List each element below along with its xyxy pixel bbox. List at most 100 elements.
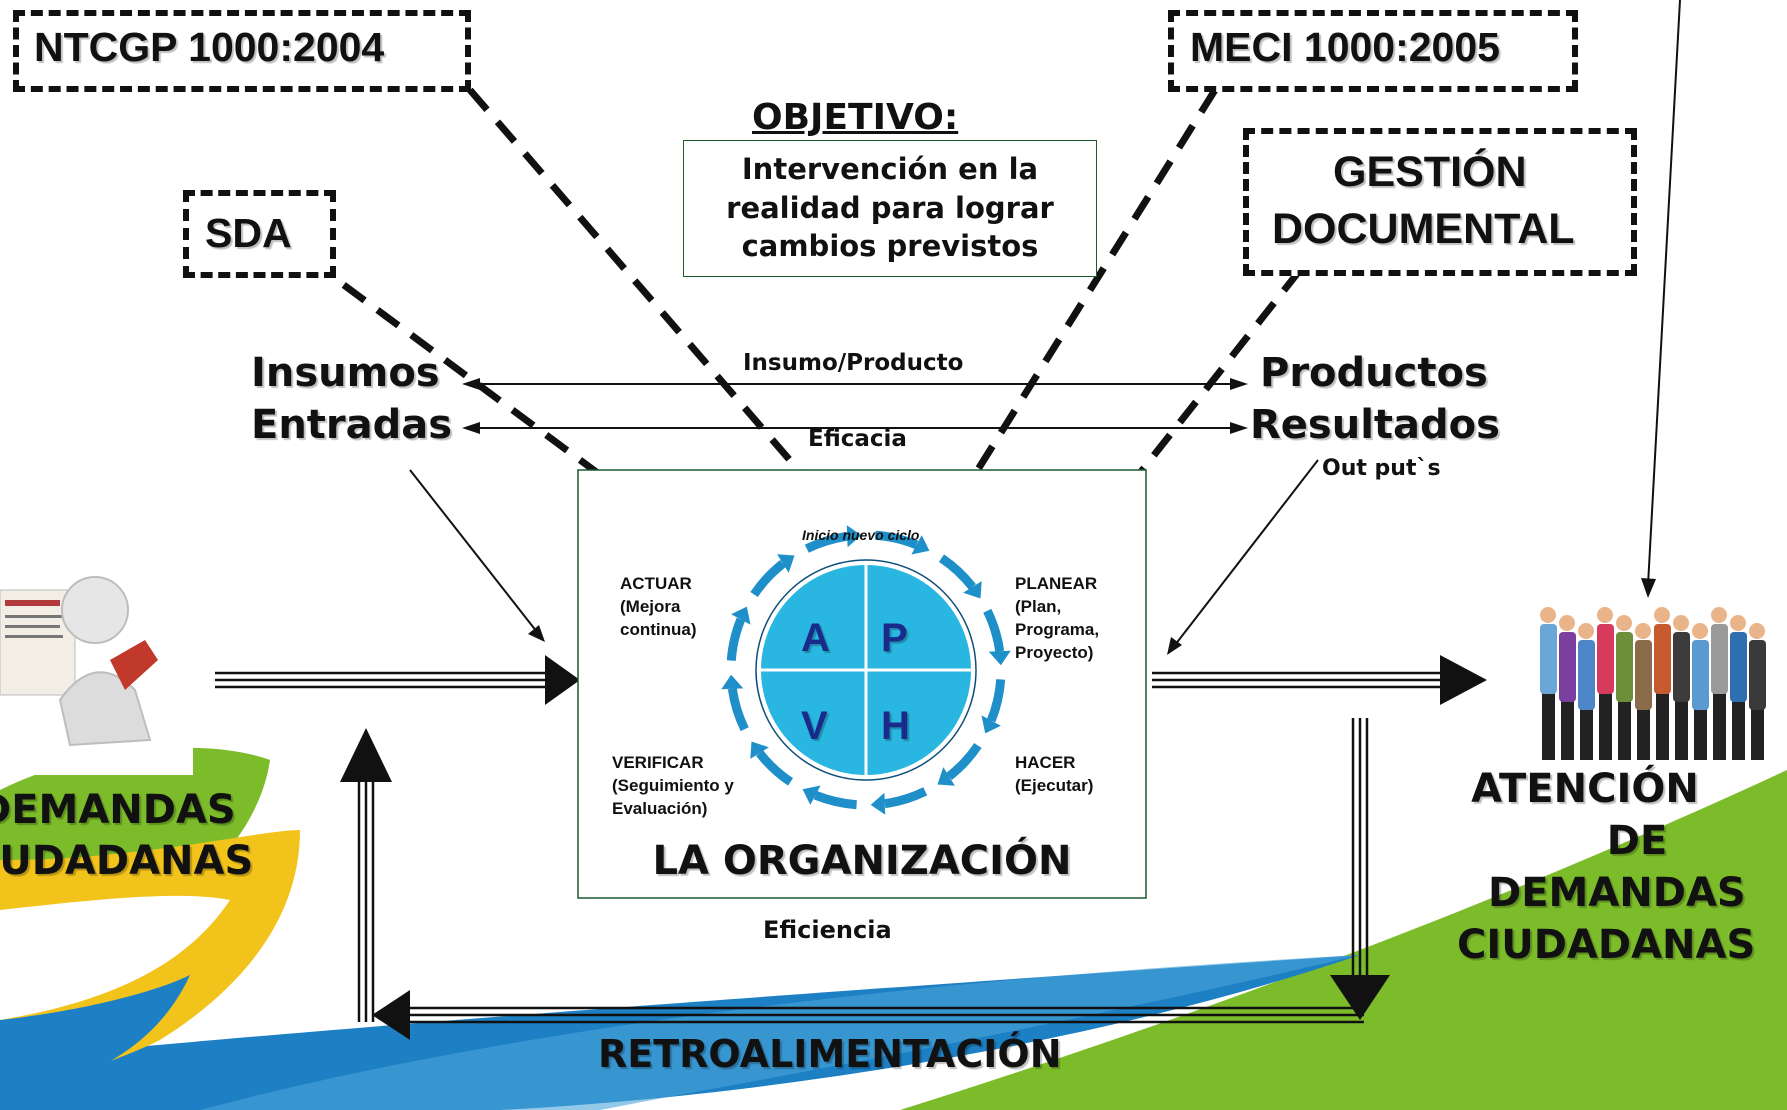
- cycle-arrowhead: [777, 554, 795, 573]
- person-body: [1711, 624, 1728, 694]
- person-body: [1692, 640, 1709, 710]
- ntcgp-label: NTCGP 1000:2004: [34, 24, 385, 70]
- cycle-arrowhead: [721, 674, 744, 690]
- person-legs: [1713, 693, 1726, 760]
- people-illustration: [1540, 607, 1766, 760]
- cycle-arrowhead: [911, 535, 930, 555]
- person-figure: [1540, 607, 1557, 760]
- person-head: [1559, 615, 1575, 631]
- cycle-arrow-segment: [884, 787, 928, 809]
- atencion-line2: DE: [1606, 818, 1668, 864]
- person-figure: [1578, 623, 1595, 760]
- thin-arrowhead: [1641, 578, 1656, 598]
- pdca-circle: [755, 559, 977, 781]
- person-head: [1692, 623, 1708, 639]
- objetivo-title: OBJETIVO:: [752, 97, 959, 138]
- person-head: [1711, 607, 1727, 623]
- planear-line2: (Plan,: [1015, 597, 1062, 616]
- resultados-label: Resultados: [1250, 402, 1500, 448]
- cycle-arrow-segment: [874, 530, 919, 550]
- objetivo-line3: cambios previstos: [741, 229, 1039, 263]
- person-head: [1635, 623, 1651, 639]
- insumos-label: Insumos: [251, 350, 440, 396]
- person-head: [1540, 607, 1556, 623]
- person-head: [1654, 607, 1670, 623]
- person-body: [1749, 640, 1766, 710]
- atencion-line1: ATENCIÓN: [1471, 766, 1699, 812]
- person-legs: [1599, 693, 1612, 760]
- person-body: [1616, 632, 1633, 702]
- diagonal-arrows: [409, 459, 1319, 655]
- cycle-arrowhead: [988, 650, 1011, 666]
- gestion-line2: DOCUMENTAL: [1272, 205, 1575, 253]
- productos-label: Productos: [1260, 350, 1488, 396]
- person-body: [1578, 640, 1595, 710]
- person-body: [1559, 632, 1576, 702]
- green-swoosh-right: [900, 770, 1787, 1110]
- person-legs: [1732, 701, 1745, 760]
- hacer-line1: HACER: [1015, 753, 1076, 772]
- person-figure: [1597, 607, 1614, 760]
- insumo-producto-label: Insumo/Producto: [743, 350, 964, 376]
- person-head: [1578, 623, 1594, 639]
- person-figure: [1749, 623, 1766, 760]
- person-figure: [1692, 623, 1709, 760]
- quadrant-v: V: [801, 704, 828, 748]
- atencion-line4: CIUDADANAS: [1457, 922, 1756, 968]
- light-swoosh-bottom: [200, 955, 1360, 1110]
- person-legs: [1656, 693, 1669, 760]
- inicio-ciclo-label: Inicio nuevo ciclo: [802, 527, 920, 543]
- person-body: [1540, 624, 1557, 694]
- atencion-line3: DEMANDAS: [1488, 870, 1746, 916]
- person-body: [1730, 632, 1747, 702]
- person-head: [1597, 607, 1613, 623]
- quadrant-a: A: [801, 616, 830, 660]
- cycle-arrowhead: [750, 741, 769, 759]
- person-figure: [1730, 615, 1747, 760]
- person-legs: [1694, 709, 1707, 760]
- verificar-line2: (Seguimiento y: [612, 776, 734, 795]
- cycle-arrow-segment: [986, 678, 1006, 723]
- cycle-arrow-segment: [727, 688, 749, 732]
- planear-line3: Programa,: [1015, 620, 1100, 639]
- meci-box: [1168, 10, 1578, 92]
- eficacia-label: Eficacia: [808, 426, 907, 452]
- planear-line1: PLANEAR: [1015, 574, 1098, 593]
- demandas-left-line1: DEMANDAS: [0, 787, 236, 833]
- person-legs: [1542, 693, 1555, 760]
- person-head: [1749, 623, 1765, 639]
- person-head: [1730, 615, 1746, 631]
- gestion-line1: GESTIÓN: [1333, 148, 1527, 196]
- person-body: [1635, 640, 1652, 710]
- person-legs: [1751, 709, 1764, 760]
- cycle-arrowhead: [870, 792, 886, 815]
- person-body: [1673, 632, 1690, 702]
- verificar-line3: Evaluación): [612, 799, 708, 818]
- person-figure: [1711, 607, 1728, 760]
- person-head: [1616, 615, 1632, 631]
- person-figure: [1616, 615, 1633, 760]
- entradas-label: Entradas: [251, 402, 453, 448]
- cycle-arrowhead: [981, 715, 1001, 734]
- triple-arrows: [215, 671, 1440, 1024]
- cycle-arrow-segment: [946, 742, 982, 780]
- cycle-arrowhead: [963, 581, 982, 599]
- person-figure: [1673, 615, 1690, 760]
- organizacion-title: LA ORGANIZACIÓN: [652, 838, 1072, 884]
- planear-line4: Proyecto): [1015, 643, 1094, 662]
- person-figure: [1654, 607, 1671, 760]
- cycle-arrow-segment: [726, 617, 746, 662]
- person-head: [1673, 615, 1689, 631]
- triple-arrowheads: [340, 655, 1487, 1040]
- demandas-picture: [0, 560, 193, 775]
- person-legs: [1580, 709, 1593, 760]
- cycle-arrow-segment: [983, 608, 1005, 652]
- sda-box: [183, 190, 336, 278]
- gestion-box: [1243, 128, 1637, 276]
- cycle-arrowhead: [937, 767, 955, 786]
- objetivo-line2: realidad para lograr: [726, 191, 1054, 225]
- teal-swoosh-left: [0, 975, 190, 1100]
- actuar-line3: continua): [620, 620, 697, 639]
- cycle-arrows: [721, 525, 1011, 815]
